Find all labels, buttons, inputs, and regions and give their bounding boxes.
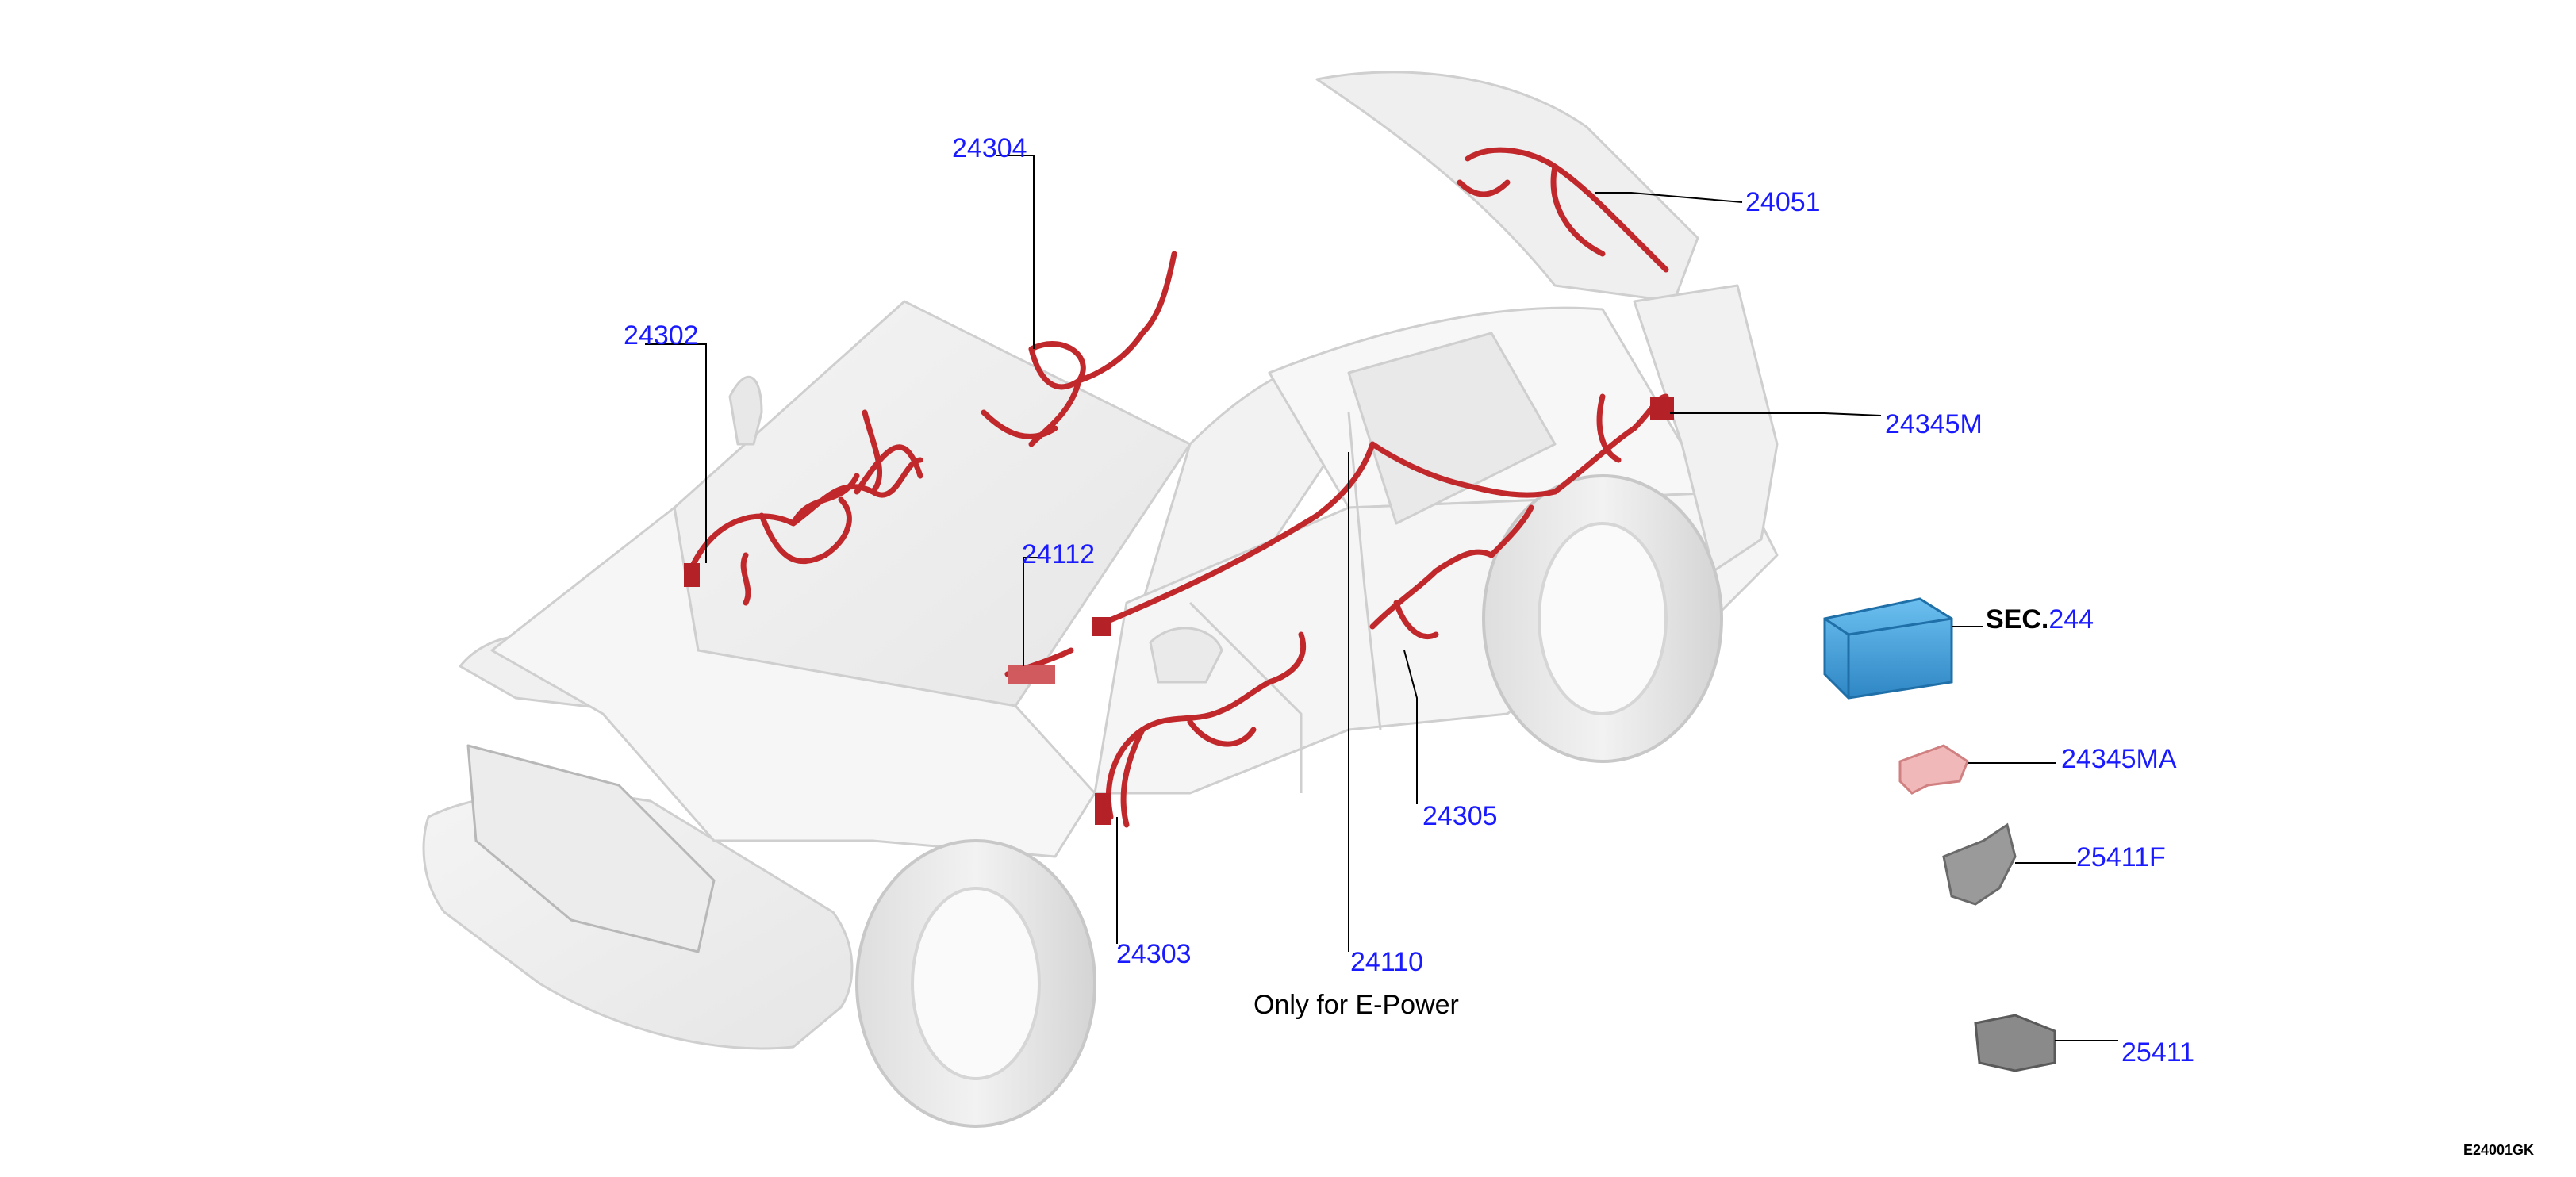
- label-24303[interactable]: 24303: [1116, 939, 1192, 969]
- leader-24305: [1403, 650, 1418, 804]
- bracket-25411F: [1942, 822, 2017, 906]
- section-reference-244[interactable]: SEC.244: [1986, 606, 2094, 633]
- harness-24302: [687, 409, 923, 606]
- wiring-harnesses: [687, 147, 1669, 828]
- section-number[interactable]: 244: [2048, 604, 2094, 635]
- label-25411[interactable]: 25411: [2121, 1037, 2195, 1068]
- harness-24304: [981, 251, 1177, 447]
- label-24051[interactable]: 24051: [1745, 187, 1821, 217]
- leader-24304: [996, 155, 1035, 349]
- leader-24302: [645, 343, 707, 563]
- label-24305[interactable]: 24305: [1422, 801, 1498, 831]
- side-mirror: [1149, 627, 1223, 684]
- battery: [1823, 597, 1953, 700]
- label-24112[interactable]: 24112: [1022, 539, 1096, 569]
- antenna: [728, 376, 763, 446]
- label-24345M[interactable]: 24345M: [1885, 409, 1983, 439]
- connector-24303: [1095, 793, 1111, 825]
- connectors: [684, 397, 1674, 825]
- connector-24302: [684, 563, 700, 587]
- side-window: [1347, 332, 1557, 525]
- label-24302[interactable]: 24302: [624, 320, 699, 351]
- rear-tire: [1482, 474, 1723, 763]
- leader-lines: [645, 155, 2118, 1041]
- door-line-front: [1188, 601, 1303, 793]
- harness-24305: [1369, 504, 1534, 640]
- connector-24345M: [1650, 397, 1674, 420]
- section-prefix: SEC.: [1986, 604, 2049, 635]
- label-24304[interactable]: 24304: [952, 133, 1027, 163]
- harness-24303: [1105, 631, 1307, 828]
- bracket-25411: [1974, 1014, 2056, 1072]
- rear-tail: [1633, 284, 1779, 573]
- bracket-24345MA: [1898, 744, 1969, 795]
- front-tire: [855, 839, 1096, 1128]
- leader-24051: [1595, 192, 1743, 203]
- door-line-rear: [1347, 412, 1382, 730]
- front-grille: [466, 744, 716, 953]
- e-power-note: Only for E-Power: [1253, 990, 1459, 1020]
- leader-24345M: [1670, 412, 1882, 416]
- diagram-id: E24001GK: [2463, 1142, 2535, 1158]
- harness-24110: [1092, 441, 1558, 630]
- connector-24110: [1092, 617, 1111, 636]
- label-25411F[interactable]: 25411F: [2076, 842, 2166, 872]
- label-24345MA[interactable]: 24345MA: [2061, 744, 2177, 774]
- label-24110[interactable]: 24110: [1350, 947, 1424, 977]
- harness-24051: [1457, 147, 1669, 273]
- leader-24112: [1023, 557, 1044, 666]
- trunk-lid: [1315, 71, 1699, 303]
- connector-24112: [1008, 665, 1055, 684]
